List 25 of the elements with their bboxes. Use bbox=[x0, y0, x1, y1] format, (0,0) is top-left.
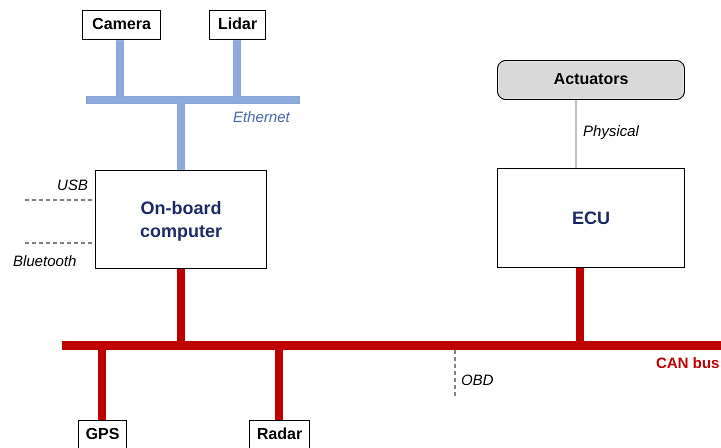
device-label: Radar bbox=[256, 426, 302, 444]
connector-line bbox=[233, 40, 241, 96]
connector-line bbox=[116, 40, 124, 96]
device-box bbox=[95, 170, 267, 269]
device-label: On-board computer bbox=[138, 197, 223, 242]
connector-line bbox=[98, 350, 106, 420]
bus-bar bbox=[86, 96, 300, 104]
connector-line bbox=[275, 350, 283, 420]
device-label: GPS bbox=[86, 426, 120, 444]
device-box bbox=[209, 10, 266, 40]
device-label: ECU bbox=[570, 206, 611, 230]
connector-line bbox=[177, 269, 185, 341]
device-box bbox=[497, 168, 685, 268]
device-label: Lidar bbox=[218, 16, 258, 34]
connector-line bbox=[177, 104, 185, 170]
device-label: Actuators bbox=[552, 70, 630, 90]
edge-label: Physical bbox=[582, 123, 640, 140]
dashed-line bbox=[454, 350, 456, 398]
device-box bbox=[249, 420, 310, 448]
device-label: Camera bbox=[92, 16, 151, 34]
connector-line bbox=[576, 268, 584, 341]
device-box bbox=[78, 420, 127, 448]
device-box bbox=[82, 10, 161, 40]
component-box bbox=[497, 60, 685, 100]
bus-bar bbox=[62, 341, 721, 350]
